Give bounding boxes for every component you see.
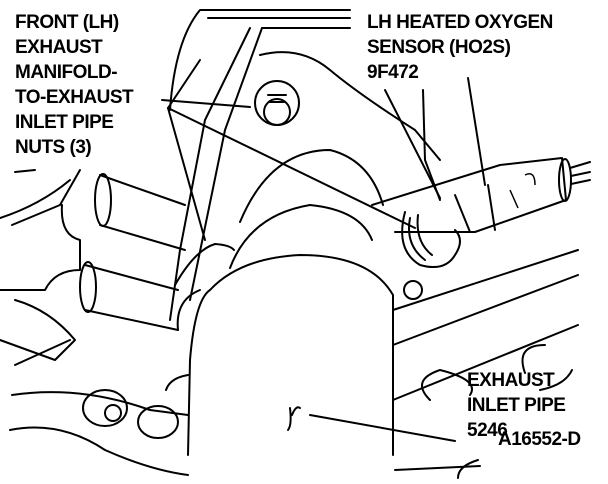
oxygen-sensor (371, 157, 591, 300)
sensor-label-line: LH HEATED OXYGEN (367, 12, 553, 33)
pipe-label-line: EXHAUST (467, 370, 555, 391)
nuts-label-line: TO-EXHAUST (15, 87, 134, 108)
leader-lines (161, 59, 486, 442)
nuts-label-line: FRONT (LH) (15, 12, 119, 33)
figure-id: A16552-D (498, 429, 581, 450)
sensor-label-line: SENSOR (HO2S) (367, 37, 511, 58)
nuts-label: FRONT (LH) EXHAUST MANIFOLD- TO-EXHAUST … (15, 10, 134, 160)
sensor-label: LH HEATED OXYGEN SENSOR (HO2S) 9F472 (367, 10, 553, 85)
nuts-label-line: MANIFOLD- (15, 62, 118, 83)
pipe-label: EXHAUST INLET PIPE 5246 (467, 368, 566, 443)
sensor-label-line: 9F472 (367, 62, 419, 83)
nuts-label-line: NUTS (3) (15, 137, 92, 158)
engine-background (0, 169, 579, 479)
exhaust-inlet-pipe (165, 149, 394, 456)
pipe-label-line: 5246 (467, 420, 508, 441)
nuts-label-line: EXHAUST (15, 37, 103, 58)
pipe-label-line: INLET PIPE (467, 395, 566, 416)
nuts-label-line: INLET PIPE (15, 112, 114, 133)
manifold-flange (169, 9, 441, 321)
